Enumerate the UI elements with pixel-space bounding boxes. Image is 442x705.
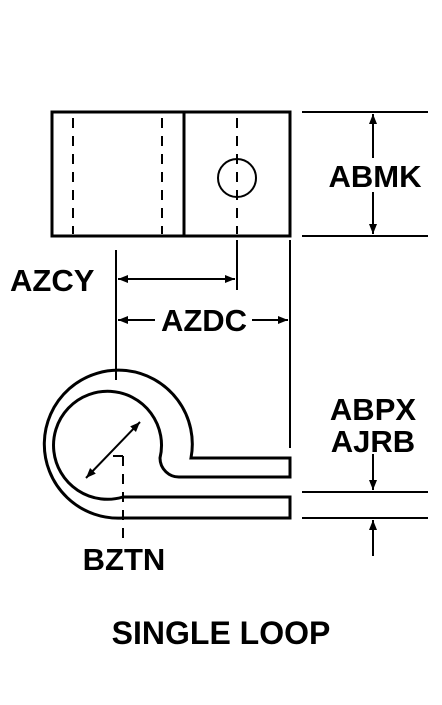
azdc-label: AZDC xyxy=(161,303,247,338)
abmk-dimension: ABMK xyxy=(302,111,428,237)
bztn-label: BZTN xyxy=(83,542,166,577)
abpx-label: ABPX xyxy=(330,392,416,427)
azdc-dimension: AZDC xyxy=(118,303,288,338)
azcy-dimension: AZCY xyxy=(10,263,235,298)
top-view xyxy=(50,110,292,238)
abmk-label: ABMK xyxy=(329,159,423,194)
loop-diameter-arrow xyxy=(85,421,141,479)
azcy-label: AZCY xyxy=(10,263,95,298)
loop-outer-contour xyxy=(42,368,292,520)
abpx-ajrb-dimension: ABPX AJRB xyxy=(302,392,428,556)
top-view-outline xyxy=(50,110,292,238)
ajrb-label: AJRB xyxy=(331,424,415,459)
side-view: BZTN xyxy=(42,368,292,577)
diagram-caption: SINGLE LOOP xyxy=(112,615,331,651)
